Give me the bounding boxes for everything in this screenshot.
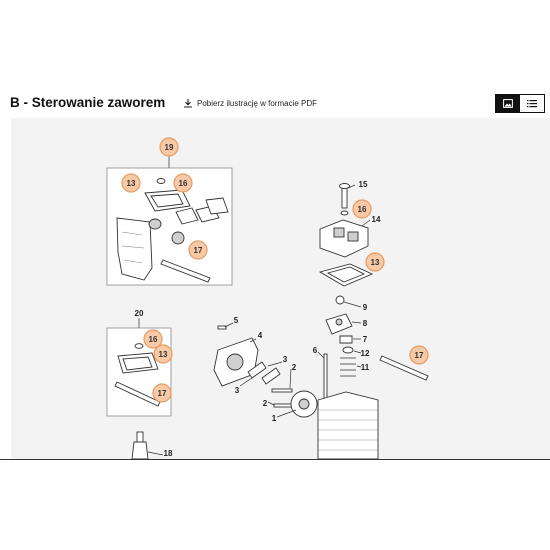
- label-20: 20: [135, 309, 144, 318]
- kit-20-parts: [114, 343, 161, 407]
- svg-text:13: 13: [159, 350, 168, 359]
- image-view-button[interactable]: [496, 95, 520, 112]
- callout-16b[interactable]: 16: [143, 329, 163, 349]
- label-9: 9: [363, 303, 368, 312]
- label-3b: 3: [235, 386, 240, 395]
- image-icon: [503, 99, 513, 108]
- engine-assembly: [131, 183, 429, 460]
- parts-diagram[interactable]: 19 13 16 17 20 16 13 17 16 13 17 15 14 9…: [11, 118, 550, 460]
- label-14: 14: [372, 215, 381, 224]
- label-12: 12: [361, 349, 370, 358]
- callout-17c[interactable]: 17: [409, 345, 429, 365]
- label-8: 8: [363, 319, 368, 328]
- download-pdf-label: Pobierz ilustrację w formacie PDF: [197, 99, 318, 108]
- view-toggle: [495, 94, 545, 113]
- kit-19-parts: [116, 178, 229, 283]
- list-icon: [527, 100, 537, 108]
- svg-text:19: 19: [165, 143, 174, 152]
- callout-16c[interactable]: 16: [352, 199, 372, 219]
- svg-text:13: 13: [371, 258, 380, 267]
- divider-line: [0, 459, 550, 460]
- svg-text:16: 16: [358, 205, 367, 214]
- callout-19[interactable]: 19: [159, 137, 179, 157]
- exploded-view-drawing: 19 13 16 17 20 16 13 17 16 13 17 15 14 9…: [106, 137, 429, 460]
- callout-13b[interactable]: 13: [153, 344, 173, 364]
- svg-text:17: 17: [158, 389, 167, 398]
- svg-text:16: 16: [149, 335, 158, 344]
- list-view-button[interactable]: [520, 95, 544, 112]
- label-15: 15: [359, 180, 368, 189]
- callout-17b[interactable]: 17: [152, 383, 172, 403]
- callout-13c[interactable]: 13: [365, 252, 385, 272]
- label-7: 7: [363, 335, 368, 344]
- svg-text:16: 16: [179, 179, 188, 188]
- callout-17[interactable]: 17: [188, 240, 208, 260]
- svg-text:13: 13: [127, 179, 136, 188]
- label-1: 1: [272, 414, 277, 423]
- label-2b: 2: [263, 399, 268, 408]
- leader-lines: [147, 184, 371, 456]
- download-icon: [184, 99, 192, 108]
- label-3a: 3: [283, 355, 288, 364]
- label-2a: 2: [292, 363, 297, 372]
- label-4: 4: [258, 331, 263, 340]
- svg-text:17: 17: [194, 246, 203, 255]
- label-11: 11: [361, 363, 370, 372]
- callout-16[interactable]: 16: [173, 173, 193, 193]
- label-18: 18: [164, 449, 173, 458]
- svg-text:17: 17: [415, 351, 424, 360]
- callout-13[interactable]: 13: [121, 173, 141, 193]
- page-title: B - Sterowanie zaworem: [10, 95, 166, 110]
- page-header: B - Sterowanie zaworem Pobierz ilustracj…: [0, 92, 550, 116]
- download-pdf-link[interactable]: Pobierz ilustrację w formacie PDF: [183, 98, 317, 108]
- label-6: 6: [313, 346, 318, 355]
- label-5: 5: [234, 316, 239, 325]
